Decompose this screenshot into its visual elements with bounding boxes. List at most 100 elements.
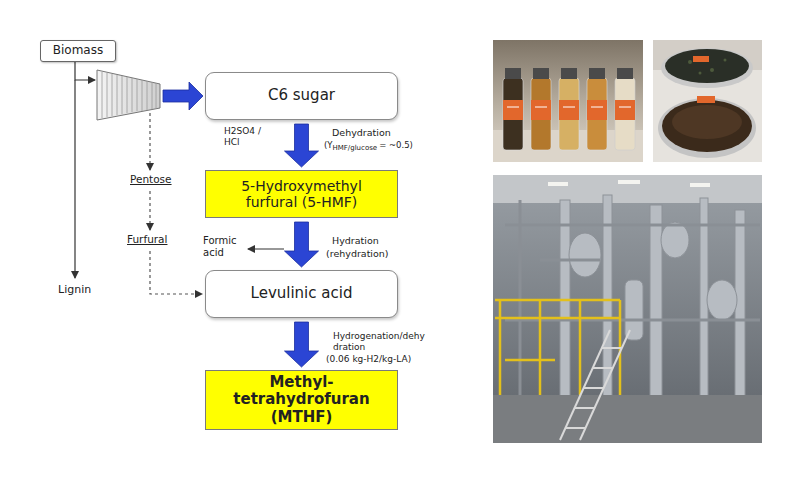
vials-photo-part-part [617,68,633,79]
formic-acid-arrow-part [248,248,284,249]
node-text: Methyl-tetrahydrofuran (MTHF) [232,374,372,426]
node-text: 5-Hydroxymethyl furfural (5-HMF) [227,178,377,210]
pilot-plant-photo-part-part [625,280,643,340]
process-box: C6 sugar [205,72,398,120]
filter-symbol-part-part [112,74,113,116]
step-label: (rehydration) [326,248,389,259]
pilot-plant-photo-part-part [560,330,610,440]
node-text: Biomass [53,44,103,58]
block-arrow [285,222,319,267]
pilot-plant-photo-part-part [584,387,604,389]
vials-photo-part-part [507,107,631,108]
pilot-plant-photo-part-part [539,300,542,395]
petri-dish-photo-part-part [710,68,714,72]
formic-acid-arrow [248,249,284,250]
filter-symbol-part [97,70,160,120]
pilot-plant-photo-part-part [495,317,620,320]
vials-photo [493,40,643,162]
pilot-plant-photo-part-part [566,427,586,429]
pilot-plant-photo-part [560,330,630,440]
pilot-plant-photo-part [493,175,762,203]
feed-line [75,62,95,80]
filter-symbol-part-part [107,73,108,117]
pilot-plant-photo-part-part [618,180,640,184]
pilot-plant-photo-part-part [575,407,595,409]
vials-photo-part-part [503,100,523,120]
filter-symbol-part [102,72,156,118]
product-box: Methyl-tetrahydrofuran (MTHF) [205,370,398,430]
step-label: Hydration [332,235,379,246]
lignin-arrow-part [74,80,75,278]
vials-photo-part-part [615,78,635,150]
petri-dish-photo-part [697,96,715,103]
block-arrow [285,322,319,367]
petri-dish-photo-part-part [724,59,727,62]
pilot-plant-photo-part-part [495,299,620,302]
process-box: Levulinic acid [205,270,398,318]
yield-subscript: HMF/glucose [333,144,378,152]
vials-photo-part-part-part [563,107,575,108]
filter-symbol-part-part [102,72,103,118]
step-label: Dehydration [332,127,391,138]
vials-photo-part-part [559,100,579,120]
source-box: Biomass [40,40,116,62]
petri-dish-photo-part [653,40,762,162]
node-text: C6 sugar [268,87,335,104]
pilot-plant-photo-part-part [690,183,710,187]
filter-symbol-part-part [117,75,118,115]
petri-dish-photo-part [665,49,749,83]
pilot-plant-photo-part-part [707,280,737,320]
vials-photo-part [493,40,643,162]
vials-photo-part-part-part [535,107,547,108]
vials-photo-part-part [561,68,577,79]
flow-arrow [75,62,203,110]
vials-photo-part-part [533,68,549,79]
block-arrow [163,82,203,110]
pilot-plant-photo-part-part [579,300,582,395]
byproduct-label: Formic acid [203,235,243,259]
vials-photo-part-part [531,100,551,120]
filter-symbol-part-part [147,81,148,110]
vials-photo-part-part-part [619,107,631,108]
pentose-path-part [149,113,150,170]
product-box: 5-Hydroxymethyl furfural (5-HMF) [205,170,398,218]
flow-arrow [285,222,319,267]
pilot-plant-photo-part [493,395,762,443]
vials-photo-part-part [505,68,521,79]
vials-photo-part-part-part [507,107,519,108]
filter-symbol-part-part [132,78,133,112]
vials-photo-part-part [531,78,551,150]
pilot-plant-photo-part [493,175,762,443]
vials-photo-part-part [503,78,523,150]
block-arrow [285,124,319,167]
pilot-plant-photo-part-part [540,259,600,262]
lignin-arrow [75,80,76,278]
step-label: Hydrogenation/dehydration [333,331,425,353]
pilot-plant-photo-part [548,180,710,187]
yield-group: (YHMF/glucose= ~0.5) [324,140,413,152]
petri-dish-photo-part-part [688,60,692,64]
pentose-path-part [150,251,202,294]
petri-dish-photo-part [658,98,756,158]
vials-photo-part-part-part [591,107,603,108]
yield-label: (Y [324,140,333,150]
pilot-plant-photo-part-part [505,224,760,227]
flow-arrow [285,322,319,367]
petri-dish-photo-part [672,105,742,139]
pilot-plant-photo [493,175,762,443]
filter-symbol-part-part [152,82,153,109]
pilot-plant-photo-part-part [580,330,630,440]
vials-photo-part-part [587,78,607,150]
filter-symbol-part-part [156,83,157,108]
intermediate-label: Furfural [127,233,167,246]
yield-label: = ~0.5) [379,140,413,150]
pilot-plant-photo-part-part [602,347,622,349]
flow-arrow [285,124,319,167]
petri-dish-photo-part [662,100,752,152]
petri-dish-photo-part-part [699,72,702,75]
petri-dish-photo [653,40,762,162]
output-label: Lignin [58,283,91,296]
reagent-label: H2SO4 / HCl [224,126,268,148]
